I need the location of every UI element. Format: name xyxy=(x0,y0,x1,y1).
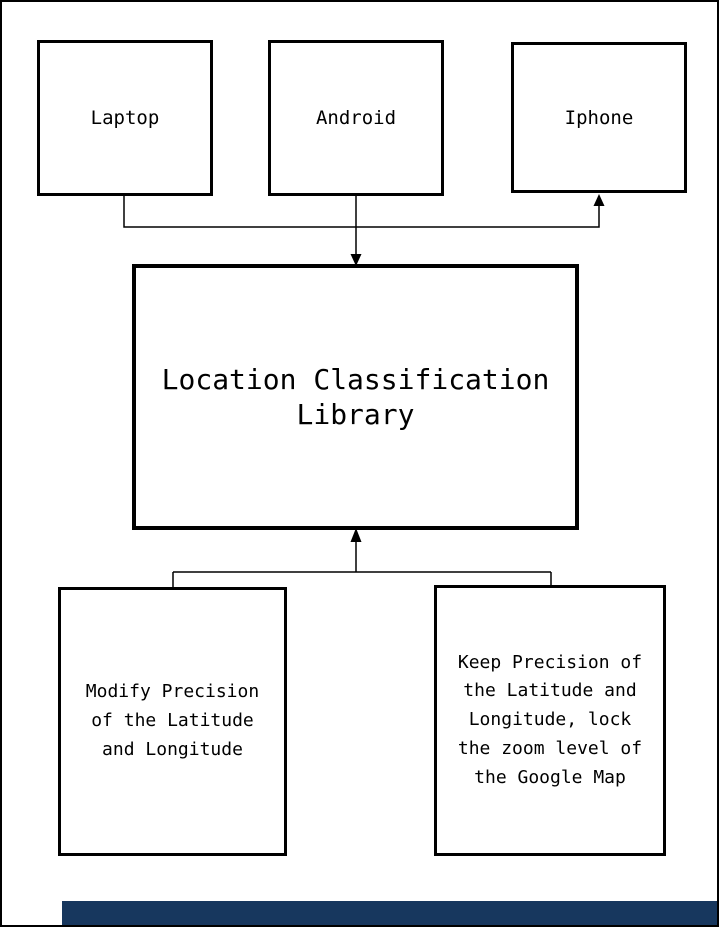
node-location-classification-library-label: Location Classification Library xyxy=(161,363,550,431)
bottom-bar xyxy=(62,901,717,925)
node-location-classification-library: Location Classification Library xyxy=(132,264,579,530)
node-keep-precision: Keep Precision of the Latitude and Longi… xyxy=(434,585,666,856)
connector-top-horizontal xyxy=(123,196,600,228)
node-keep-precision-label: Keep Precision of the Latitude and Longi… xyxy=(457,651,643,788)
node-laptop-label: Laptop xyxy=(90,107,160,129)
node-laptop: Laptop xyxy=(37,40,213,196)
node-android-label: Android xyxy=(315,107,397,129)
node-iphone: Iphone xyxy=(511,42,687,193)
arrowhead-up-iphone xyxy=(593,194,605,206)
arrowhead-up-center xyxy=(350,528,362,542)
node-android: Android xyxy=(268,40,444,196)
node-modify-precision: Modify Precision of the Latitude and Lon… xyxy=(58,587,287,856)
node-iphone-label: Iphone xyxy=(564,106,634,129)
node-modify-precision-label: Modify Precision of the Latitude and Lon… xyxy=(85,681,260,760)
